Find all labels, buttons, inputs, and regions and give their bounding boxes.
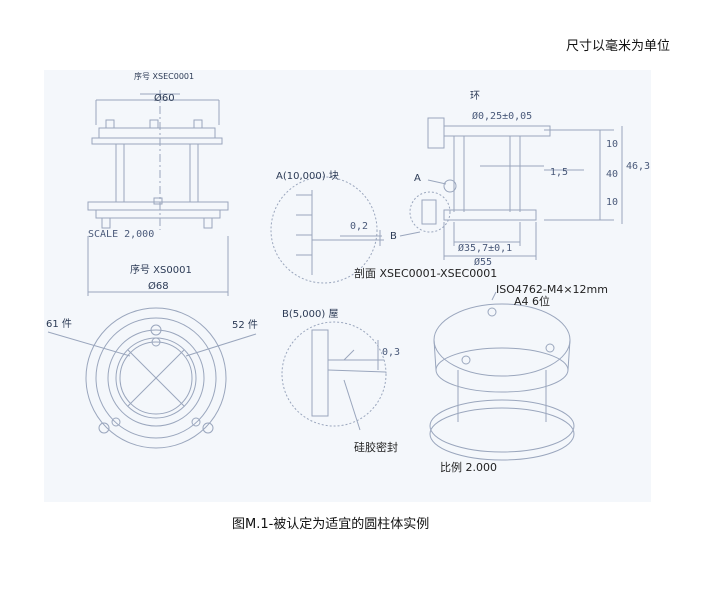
figure-caption: 图M.1-被认定为适宜的圆柱体实例 [232,517,430,532]
section-dim-46-3: 46,3 [626,161,651,172]
section-view-title: 剖面 XSEC0001-XSEC0001 [354,267,498,280]
section-dim-40: 40 [606,169,619,180]
bottom-view-right-count: 52 件 [232,320,258,331]
section-ring-label: 环 [470,91,480,102]
iso-screw-grade: A4 6位 [514,295,551,308]
front-view-bottom-diameter: Ø68 [148,281,169,292]
iso-view-lines [429,291,575,461]
section-dim-10-bottom: 10 [606,197,619,208]
section-dim-10-top: 10 [606,139,619,150]
detail-a-dimension: 0,2 [350,221,369,232]
section-ring-dimension: Ø0,25±0,05 [472,111,533,122]
detail-b-seal-label: 硅胶密封 [354,441,398,454]
bottom-view-left-count: 61 件 [46,319,72,330]
section-view-lines [399,117,623,260]
units-note: 尺寸以毫米为单位 [566,39,671,54]
detail-b-title: B(5,000) 屋 [282,309,339,320]
section-dim-1-5: 1,5 [550,167,569,178]
iso-view-scale: 比例 2.000 [440,461,497,474]
drawing-linework [47,90,623,461]
detail-a-title: A(10,000) 块 [276,171,339,182]
section-label-b: B [390,231,397,242]
section-dim-55: Ø55 [474,257,493,268]
bottom-view-lines [47,307,257,449]
front-view-top-part-number: 序号 XSEC0001 [134,72,195,81]
iso-screw-spec: ISO4762-M4×12mm [496,283,608,296]
front-view-scale: SCALE 2,000 [88,229,155,240]
technical-drawing: 序号 XSEC0001 Ø60 SCALE 2,000 序号 XS0001 Ø6… [44,70,651,502]
section-dim-35-7: Ø35,7±0,1 [458,243,513,254]
front-view-lines [87,90,229,296]
front-view-part-number: 序号 XS0001 [130,265,192,276]
detail-a-lines [270,176,384,284]
section-label-a: A [414,173,421,184]
front-view-top-diameter: Ø60 [154,93,175,104]
detail-b-lines [281,321,387,431]
detail-b-dimension: 0,3 [382,347,401,358]
